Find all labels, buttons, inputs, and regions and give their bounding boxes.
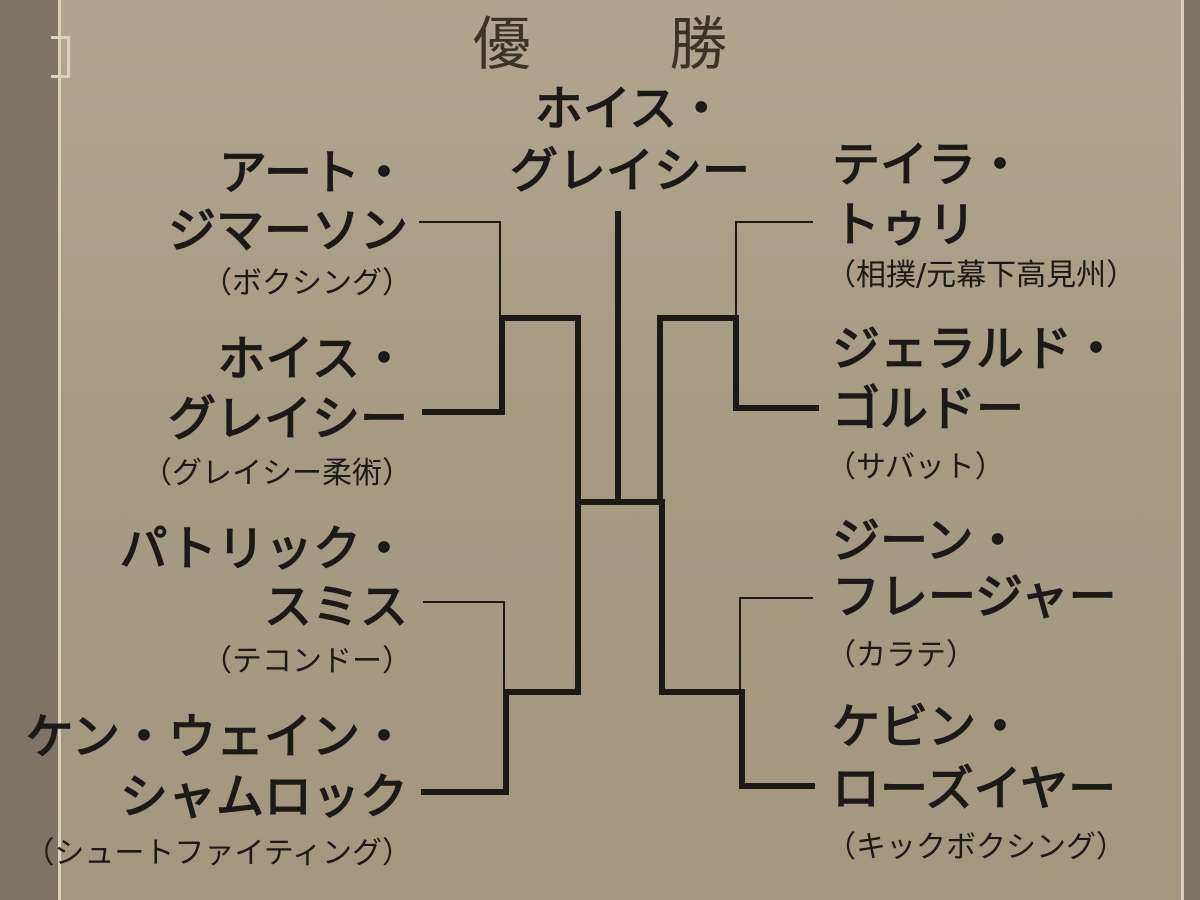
right-fighter-4-line2: ローズイヤー [832,761,1117,817]
left-fighter-3-line1: パトリック・ [119,521,408,577]
left-fighter-4-line1: ケン・ウェイン・ [25,709,408,765]
right-fighter-1-line2: トゥリ [832,197,977,253]
panel-tab-decoration [51,36,70,78]
left-fighter-4-line2: シャムロック [119,769,408,825]
right-fighter-2-line2: ゴルドー [832,381,1025,437]
bracket-line-royce-round1 [422,315,617,505]
left-fighter-1-line2: ジマーソン [167,203,408,259]
right-fighter-4-line1: ケビン・ [832,699,1025,755]
bracket-line-teila-tuli [735,221,813,319]
champion-name-line1: ホイス・ [534,81,726,137]
left-fighter-4-style: （シュートファイティング） [24,836,412,871]
right-fighter-1-style: （相撲/元幕下高見州） [826,258,1137,293]
left-fighter-2-line2: グレイシー [167,391,408,447]
right-fighter-2-style: （サバット） [826,450,1005,485]
right-fighter-1-line1: テイラ・ [832,137,1025,193]
bracket-line-rosier [659,499,815,789]
left-fighter-2-style: （グレイシー柔術） [142,456,412,491]
bracket-line-gordeau [619,315,819,505]
bracket-line-zane-frazier [739,597,813,693]
left-fighter-2-line1: ホイス・ [217,331,408,387]
bracket-line-shamrock [421,499,581,795]
right-fighter-2-line1: ジェラルド・ [832,321,1121,377]
champion-heading: 優 勝 [472,10,788,78]
right-fighter-3-line1: ジーン・ [832,513,1022,569]
right-fighter-3-style: （カラテ） [826,638,976,673]
champion-name-line2: グレイシー [509,143,750,199]
left-fighter-1-style: （ボクシング） [202,266,412,301]
right-fighter-3-line2: フレージャー [832,569,1117,625]
left-fighter-3-style: （テコンドー） [202,644,412,679]
bracket-line-patrick-smith [423,601,505,693]
bracket-line-art-jimmerson [419,221,501,319]
left-fighter-1-line1: アート・ [218,145,408,201]
left-fighter-3-line2: スミス [263,579,408,635]
right-fighter-4-style: （キックボクシング） [826,830,1126,865]
